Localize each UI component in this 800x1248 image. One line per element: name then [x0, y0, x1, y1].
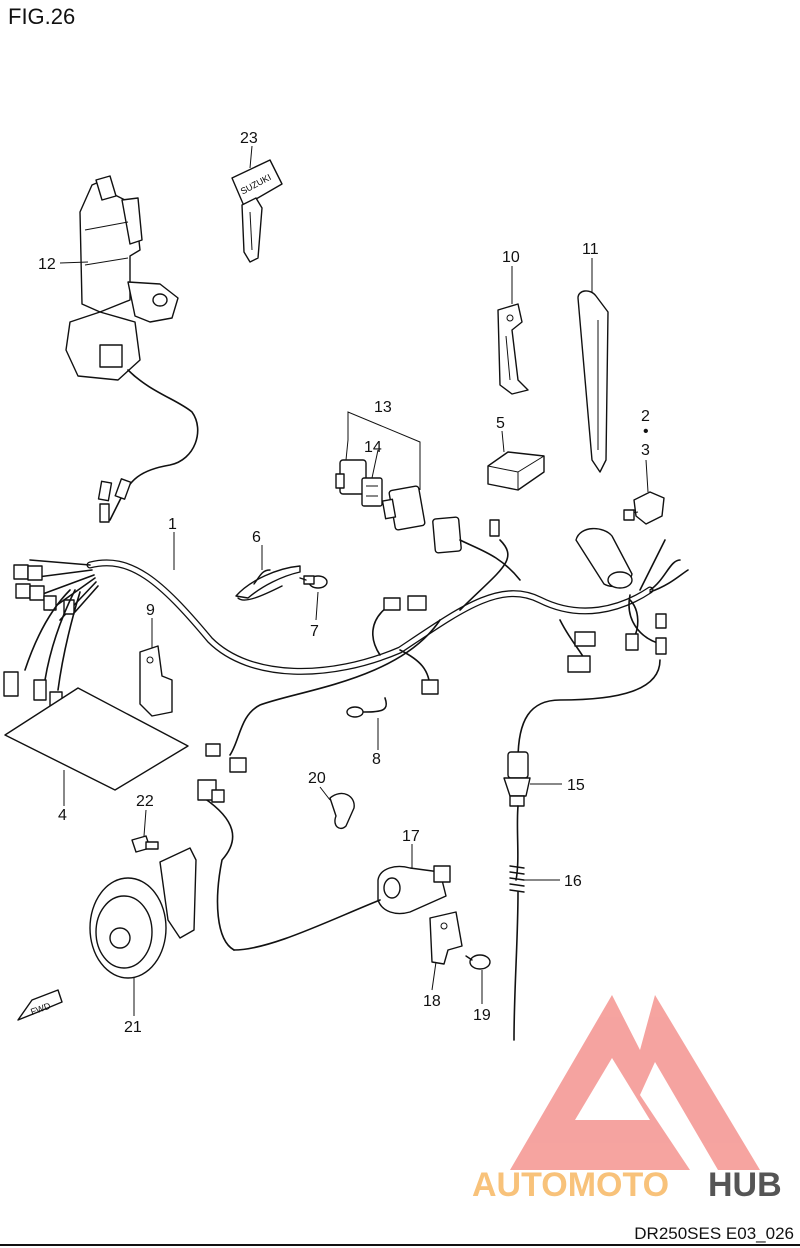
- leader-lines: [59, 145, 649, 1016]
- watermark-triangle: [510, 995, 760, 1170]
- callout-12: 12: [38, 256, 56, 273]
- clamp-part-9: [139, 645, 173, 717]
- sheet-part-4: [4, 687, 189, 791]
- callout-2: 2: [641, 408, 650, 425]
- callout-9: 9: [146, 602, 155, 619]
- callout-6: 6: [252, 529, 261, 546]
- callout-5: 5: [496, 415, 505, 432]
- callout-15: 15: [567, 777, 585, 794]
- callout-17: 17: [402, 828, 420, 845]
- connector-part-14: [361, 477, 383, 507]
- callout-3: 3: [641, 442, 650, 459]
- clip-part-20: [329, 792, 355, 830]
- horn-part-21: [89, 779, 235, 979]
- callout-13: 13: [374, 399, 392, 416]
- switch-part-17: [233, 865, 451, 951]
- bolt-part-22: [131, 835, 159, 853]
- screw-part-19: [465, 954, 491, 970]
- callout-10: 10: [502, 249, 520, 266]
- callout-4: 4: [58, 807, 67, 824]
- watermark-logo: [510, 995, 760, 1170]
- figure-code: DR250SES E03_026: [634, 1224, 794, 1243]
- callout-20: 20: [308, 770, 326, 787]
- cap-part-3: [623, 491, 665, 525]
- screw-part-7: [299, 575, 328, 589]
- callout-8: 8: [372, 751, 381, 768]
- callout-16: 16: [564, 873, 582, 890]
- cable-part-16: [509, 805, 525, 1041]
- callout-2-3-dot: •: [643, 423, 649, 440]
- callout-23: 23: [240, 130, 258, 147]
- ground-wire-part-8: [346, 697, 387, 718]
- sensor-part-15: [503, 751, 531, 807]
- clamp-part-6: [235, 565, 301, 601]
- cable-tie-part-11: [577, 290, 609, 473]
- callout-11: 11: [582, 241, 599, 258]
- watermark-text-hub: HUB: [708, 1166, 782, 1204]
- callout-21: 21: [124, 1019, 142, 1036]
- callout-14: 14: [364, 439, 382, 456]
- bracket-part-18: [429, 911, 463, 965]
- callout-1: 1: [168, 516, 177, 533]
- relay-cylinder: [575, 527, 633, 589]
- watermark-text-main: AUTOMOTO: [472, 1166, 669, 1204]
- fwd-arrow: FWD: [17, 989, 63, 1021]
- callout-22: 22: [136, 793, 154, 810]
- key-part-23: SUZUKI: [231, 159, 283, 263]
- connector-part-13: [335, 459, 521, 581]
- wiring-harness-part-1: [3, 519, 689, 773]
- watermark-triangle-cut: [575, 1058, 650, 1120]
- figure-title: FIG.26: [8, 4, 76, 29]
- ignition-switch-part-12: [65, 175, 199, 523]
- pad-part-5: [487, 451, 545, 491]
- callout-7: 7: [310, 623, 319, 640]
- callout-19: 19: [473, 1007, 491, 1024]
- bracket-part-10: [497, 303, 529, 395]
- callout-18: 18: [423, 993, 441, 1010]
